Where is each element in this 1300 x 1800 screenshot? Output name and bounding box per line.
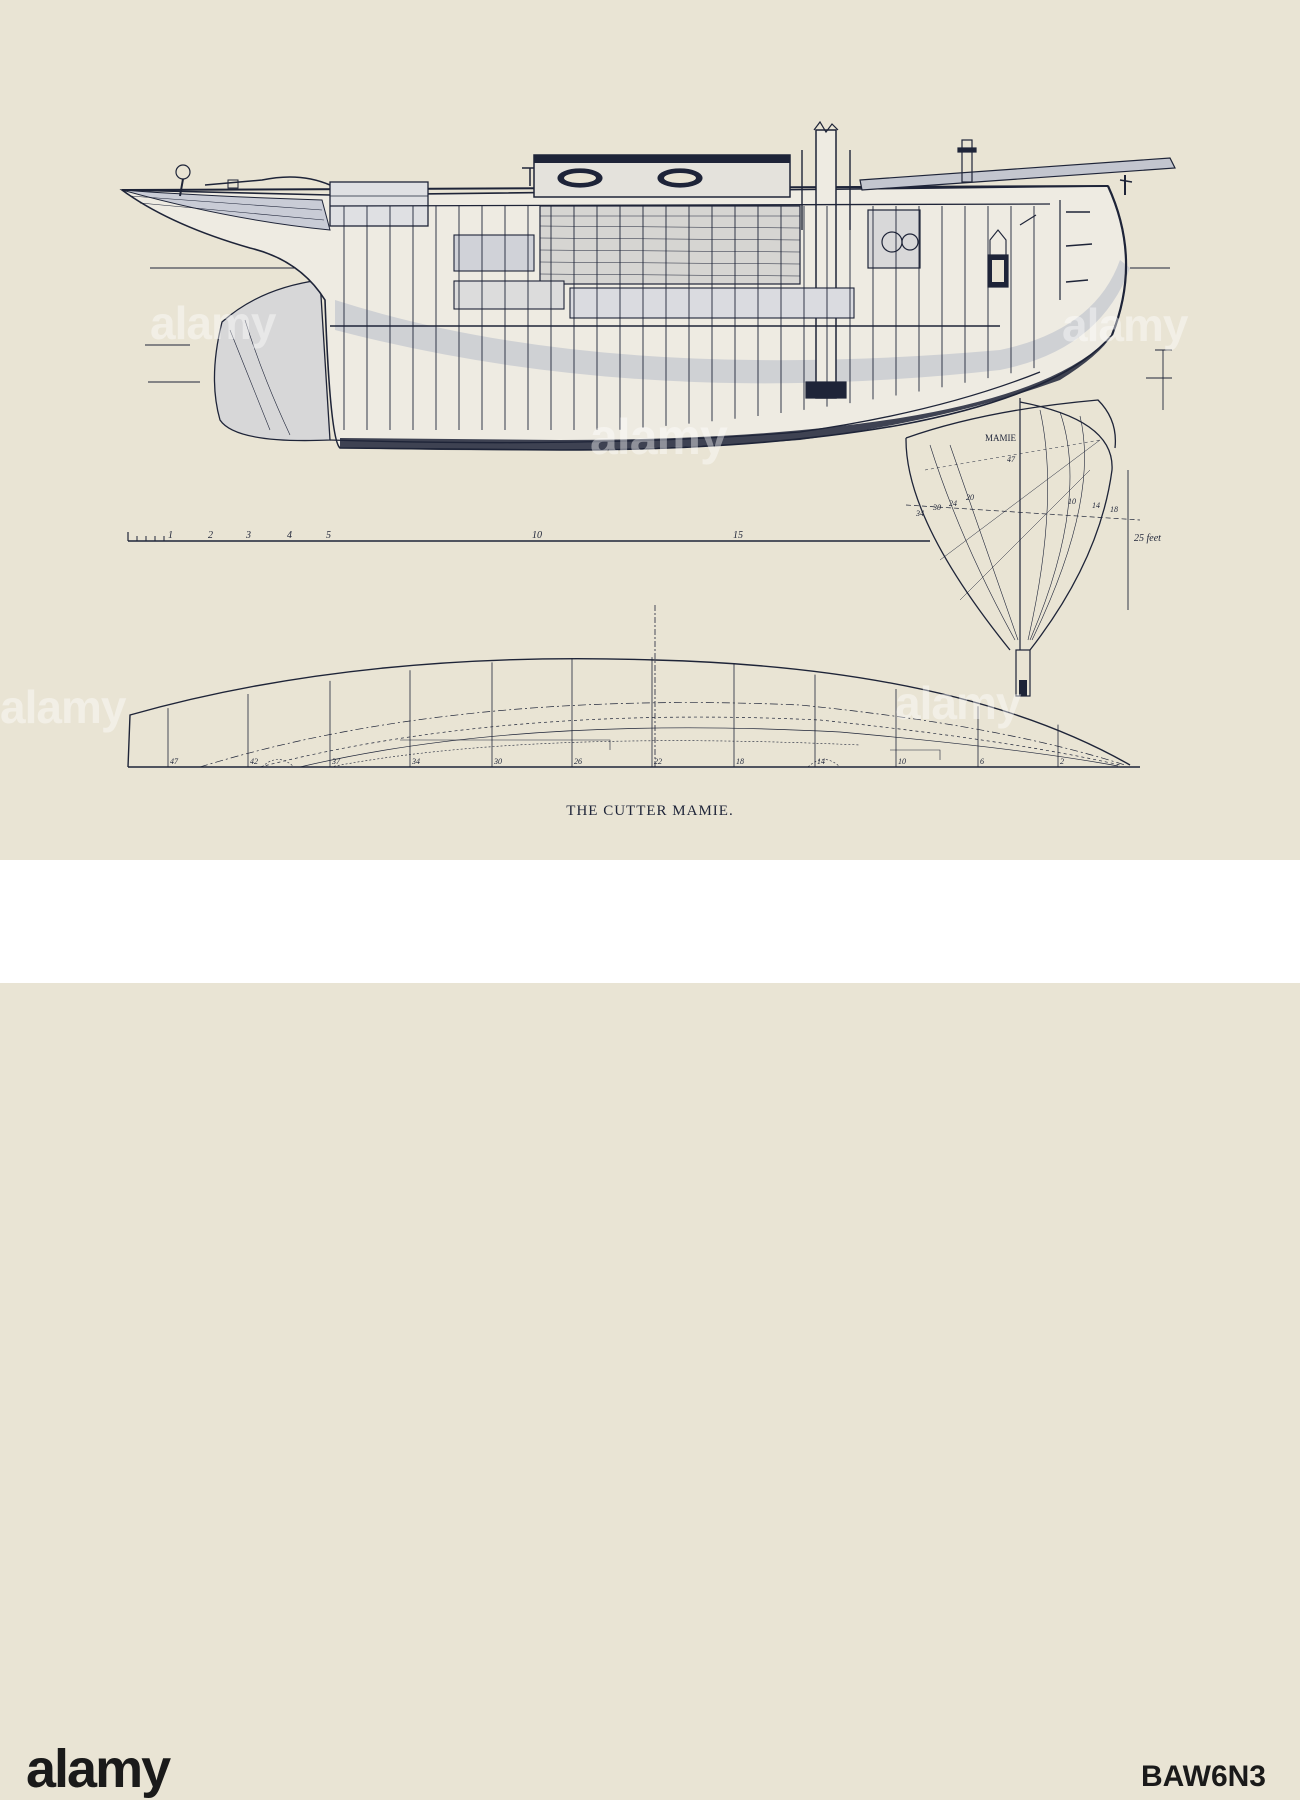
body-plan-right-label: 14 <box>1092 501 1100 510</box>
station-label: 30 <box>493 757 502 766</box>
station-label: 10 <box>898 757 906 766</box>
watermark: alamy <box>150 297 276 349</box>
station-label: 34 <box>411 757 420 766</box>
station-label: 42 <box>250 757 258 766</box>
waterline-label: 24 <box>949 499 957 508</box>
half-breadth-plan <box>127 605 1140 768</box>
watermark: alamy <box>590 409 728 465</box>
station-label: 18 <box>736 757 744 766</box>
scale-end-label: 25 feet <box>1134 533 1161 544</box>
waterline-label: 34 <box>915 509 924 518</box>
boom <box>859 157 1176 191</box>
body-plan-sheer-label: 47 <box>1007 455 1016 464</box>
scale-tick: 1 <box>168 530 173 541</box>
scale-tick: 3 <box>245 530 251 541</box>
body-plan-name: MAMIE <box>985 433 1017 443</box>
scale-tick-labels: 1 2 3 4 5 10 15 <box>168 530 743 541</box>
body-plan <box>905 398 1141 697</box>
station-label: 2 <box>1060 757 1064 766</box>
station-labels: 47 42 37 34 30 26 22 18 14 10 6 2 <box>170 757 1064 766</box>
scale-tick: 15 <box>733 530 743 541</box>
rudder <box>213 279 331 442</box>
profile-view <box>119 120 1176 451</box>
caption: THE CUTTER MAMIE. <box>566 803 734 819</box>
station-label: 22 <box>654 757 662 766</box>
stock-footer: alamy BAW6N3 <box>0 860 1300 1799</box>
watermark: alamy <box>0 681 126 733</box>
scale-tick: 2 <box>208 530 213 541</box>
engraving-plate: 1 2 3 4 5 10 15 <box>0 0 1300 860</box>
station-label: 14 <box>817 757 825 766</box>
image-code: BAW6N3 <box>1140 1760 1266 1793</box>
body-plan-right-label: 18 <box>1110 505 1118 514</box>
waterline-label: 20 <box>966 493 974 502</box>
station-label: 26 <box>574 757 582 766</box>
scale-tick: 4 <box>287 530 292 541</box>
scale-bar <box>127 532 930 542</box>
engraving: 1 2 3 4 5 10 15 <box>119 120 1176 768</box>
mast <box>815 129 837 399</box>
scale-tick: 5 <box>326 530 331 541</box>
watermark: alamy <box>1062 299 1188 351</box>
waterline-label: 30 <box>932 503 941 512</box>
body-plan-right-label: 10 <box>1068 497 1076 506</box>
scale-tick: 10 <box>532 530 542 541</box>
brand-logo: alamy <box>26 1739 171 1799</box>
body-plan-labels: MAMIE 47 34 30 24 20 10 14 18 25 feet <box>915 433 1161 544</box>
station-label: 6 <box>980 757 984 766</box>
station-label: 47 <box>170 757 179 766</box>
watermark: alamy <box>895 677 1021 729</box>
station-label: 37 <box>331 757 341 766</box>
